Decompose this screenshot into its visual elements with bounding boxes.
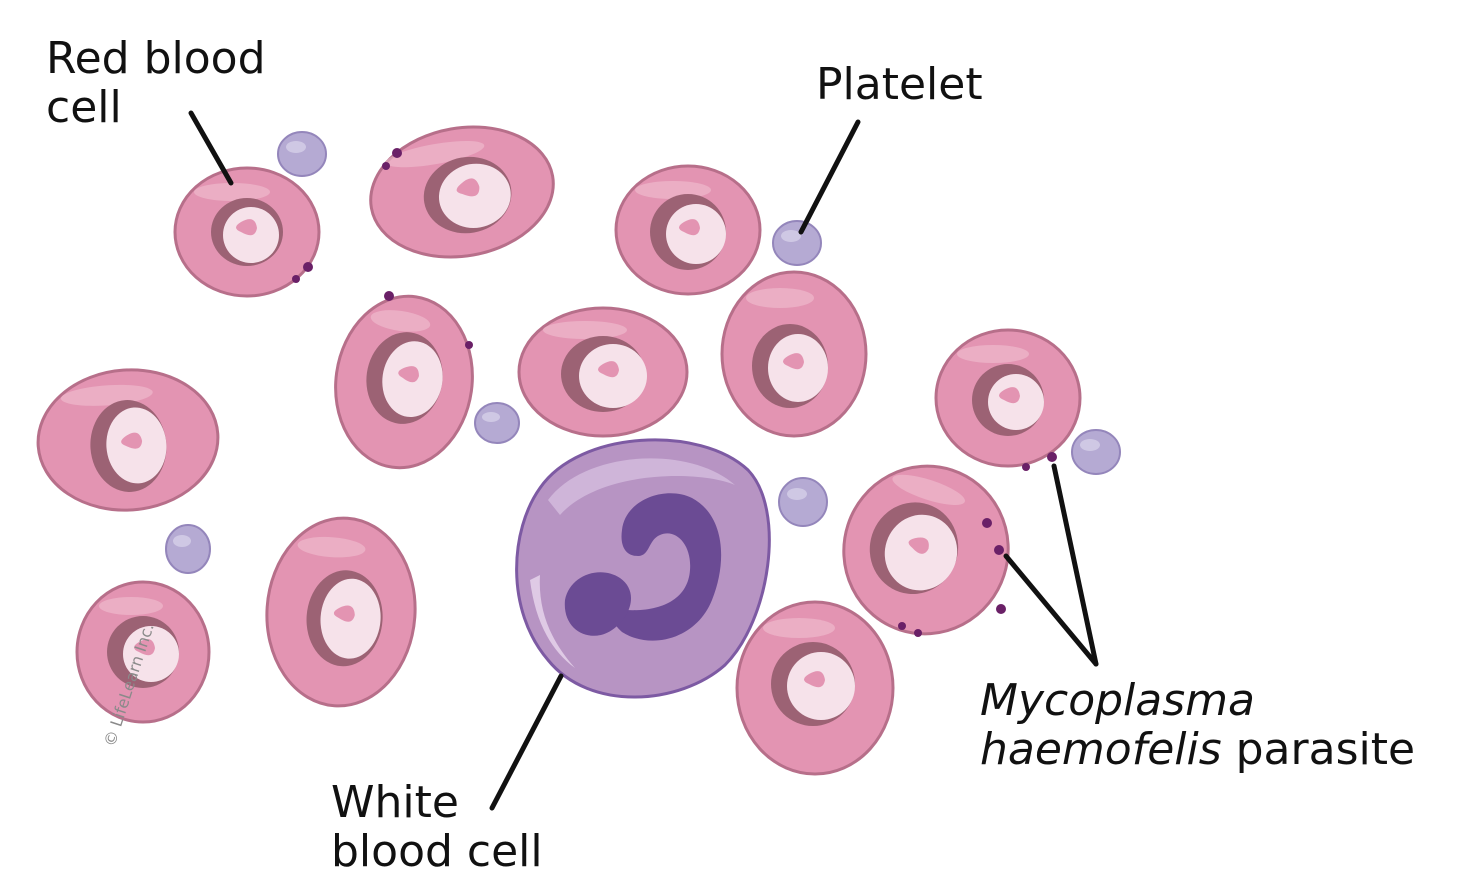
white-blood-cell bbox=[515, 438, 771, 699]
platelet bbox=[778, 477, 828, 527]
label-parasite-species: haemofelis bbox=[980, 724, 1222, 775]
leader-line-parasite-b bbox=[1003, 553, 1099, 667]
red-blood-cell bbox=[369, 125, 555, 259]
label-parasite-suffix: parasite bbox=[1221, 724, 1416, 775]
label-red-blood-cell-line2: cell bbox=[46, 82, 122, 133]
red-blood-cell bbox=[36, 368, 220, 512]
red-blood-cell bbox=[842, 464, 1010, 636]
label-parasite-line2: haemofelis parasite bbox=[980, 725, 1415, 774]
label-white-blood-cell: White blood cell bbox=[331, 778, 543, 876]
label-platelet: Platelet bbox=[816, 60, 983, 109]
label-red-blood-cell: Red blood cell bbox=[46, 34, 266, 132]
label-platelet-text: Platelet bbox=[816, 59, 983, 110]
platelet bbox=[474, 402, 520, 444]
platelet bbox=[277, 131, 327, 177]
parasite-dot bbox=[303, 262, 313, 272]
parasite-dot bbox=[1047, 452, 1057, 462]
red-blood-cell bbox=[334, 294, 474, 470]
parasite-dot bbox=[292, 275, 300, 283]
red-blood-cell bbox=[517, 306, 689, 438]
platelet bbox=[772, 220, 822, 266]
red-blood-cell bbox=[265, 516, 417, 708]
red-blood-cell bbox=[934, 328, 1082, 468]
parasite-dot bbox=[982, 518, 992, 528]
leader-line-parasite-a bbox=[1051, 463, 1099, 667]
leader-line-red-blood-cell bbox=[188, 110, 234, 186]
parasite-dot bbox=[996, 604, 1006, 614]
red-blood-cell bbox=[173, 166, 321, 298]
platelet bbox=[165, 524, 211, 574]
wbc-nucleus bbox=[564, 493, 722, 641]
label-white-blood-cell-line2: blood cell bbox=[331, 826, 543, 877]
parasite-dot bbox=[384, 291, 394, 301]
parasite-dot bbox=[392, 148, 402, 158]
red-blood-cell bbox=[735, 600, 895, 776]
leader-line-platelet bbox=[798, 119, 861, 235]
red-blood-cell bbox=[720, 270, 868, 438]
parasite-dot bbox=[382, 162, 390, 170]
label-red-blood-cell-line1: Red blood bbox=[46, 33, 266, 84]
leader-line-white-blood-cell bbox=[489, 673, 564, 811]
parasite-dot bbox=[898, 622, 906, 630]
parasite-dot bbox=[465, 341, 473, 349]
label-white-blood-cell-line1: White bbox=[331, 777, 459, 828]
platelet bbox=[1071, 429, 1121, 475]
parasite-dot bbox=[914, 629, 922, 637]
red-blood-cell bbox=[614, 164, 762, 296]
parasite-dot bbox=[994, 545, 1004, 555]
label-parasite: Mycoplasma haemofelis parasite bbox=[980, 676, 1415, 774]
label-parasite-line1: Mycoplasma bbox=[980, 675, 1255, 726]
parasite-dot bbox=[1022, 463, 1030, 471]
red-blood-cell bbox=[75, 580, 211, 724]
